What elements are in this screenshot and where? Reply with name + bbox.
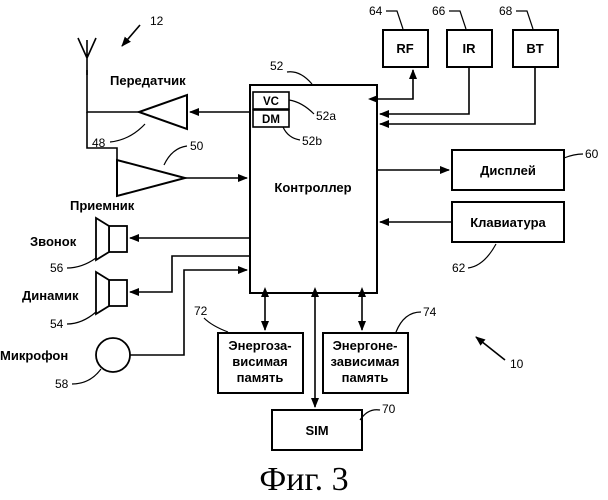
sim-block: SIM	[272, 410, 362, 450]
sim-label: SIM	[305, 423, 328, 438]
ringer-icon	[96, 218, 127, 260]
speaker-ref: 54	[50, 317, 64, 331]
rf-ref: 64	[369, 4, 383, 18]
ir-connection	[380, 67, 469, 114]
microphone-leader	[72, 369, 101, 384]
bt-label: BT	[526, 41, 543, 56]
receiver-ref: 50	[190, 139, 204, 153]
volatile-memory-line-2: висимая	[232, 354, 287, 369]
device-ref-arrow	[476, 337, 505, 360]
ir-label: IR	[463, 41, 477, 56]
vc-ref: 52a	[316, 109, 336, 123]
rf-block: RF	[383, 30, 428, 67]
nonvolatile-memory-line-2: зависимая	[331, 354, 400, 369]
ir-leader	[449, 11, 466, 29]
dm-label: DM	[262, 114, 280, 126]
microphone-label: Микрофон	[0, 348, 68, 363]
sim-ref: 70	[382, 402, 396, 416]
ringer-label: Звонок	[30, 234, 77, 249]
speaker-label: Динамик	[22, 288, 79, 303]
nonvolatile-memory-line-1: Энергоне-	[333, 338, 398, 353]
receiver-label: Приемник	[70, 198, 135, 213]
ir-ref: 66	[432, 4, 446, 18]
nonvolatile-memory-leader	[396, 312, 421, 332]
device-ref: 10	[510, 357, 524, 371]
nonvolatile-memory-line-3: память	[342, 370, 389, 385]
keypad-block: Клавиатура	[452, 202, 564, 242]
transmitter-leader	[110, 124, 145, 142]
keypad-ref: 62	[452, 261, 466, 275]
display-ref: 60	[585, 147, 599, 161]
antenna-ref: 12	[150, 14, 164, 28]
antenna-icon	[78, 38, 96, 75]
controller-to-speaker	[130, 256, 250, 292]
vc-label: VC	[263, 96, 279, 108]
microphone-ref: 58	[55, 377, 69, 391]
volatile-memory-block: Энергоза- висимая память	[218, 333, 303, 393]
bt-ref: 68	[499, 4, 513, 18]
figure-caption: Фиг. 3	[259, 461, 348, 498]
dm-block: DM	[253, 110, 289, 127]
dm-ref: 52b	[302, 134, 322, 148]
transmitter-amplifier	[139, 95, 187, 129]
keypad-leader	[468, 244, 496, 268]
microphone-icon	[96, 338, 130, 372]
ir-block: IR	[447, 30, 492, 67]
controller-label: Контроллер	[274, 180, 351, 195]
rf-connection	[377, 70, 413, 99]
antenna-ref-arrow	[122, 25, 140, 46]
volatile-memory-leader	[204, 318, 228, 332]
volatile-memory-line-3: память	[237, 370, 284, 385]
bt-block: BT	[513, 30, 558, 67]
controller-ref: 52	[270, 59, 284, 73]
display-label: Дисплей	[480, 163, 536, 178]
receiver-amplifier	[117, 160, 185, 196]
nonvolatile-memory-block: Энергоне- зависимая память	[323, 333, 408, 393]
rf-leader	[386, 11, 403, 29]
rf-label: RF	[396, 41, 413, 56]
bt-leader	[516, 11, 533, 29]
vc-block: VC	[253, 92, 289, 109]
transmitter-ref: 48	[92, 136, 106, 150]
display-block: Дисплей	[452, 150, 564, 190]
ringer-ref: 56	[50, 261, 64, 275]
display-leader	[564, 154, 583, 158]
controller-leader	[287, 72, 312, 84]
speaker-leader	[67, 312, 96, 324]
receiver-leader	[164, 146, 187, 165]
bt-connection	[380, 67, 535, 124]
speaker-icon	[96, 272, 127, 314]
ringer-leader	[67, 258, 96, 268]
nonvolatile-memory-ref: 74	[423, 305, 437, 319]
volatile-memory-line-1: Энергоза-	[228, 338, 291, 353]
transmitter-label: Передатчик	[110, 73, 186, 88]
keypad-label: Клавиатура	[470, 215, 546, 230]
volatile-memory-ref: 72	[194, 304, 208, 318]
